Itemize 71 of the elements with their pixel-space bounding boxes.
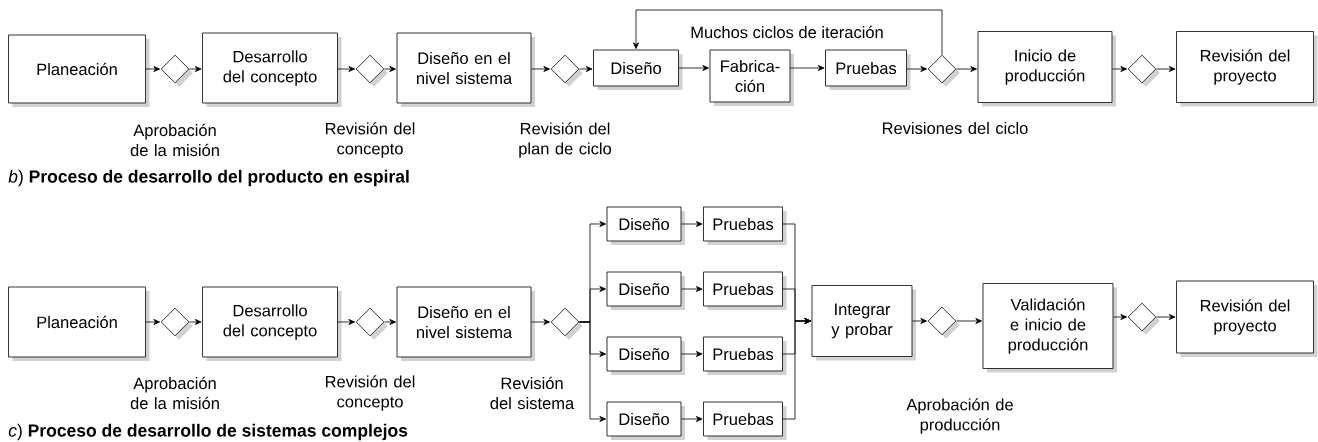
process-box: Fabrica- ción: [709, 49, 794, 106]
figure-caption: c) Proceso de desarrollo de sistemas complejos: [8, 423, 408, 441]
arrow: [579, 321, 606, 422]
arrow: [681, 221, 703, 227]
milestone-caption: Revisión del plan de ciclo: [519, 122, 612, 158]
arrow: [189, 319, 202, 325]
process-box: Integrar y probar: [811, 285, 916, 361]
process-box: Desarrollo del concepto: [202, 286, 342, 361]
edge-label: Muchos ciclos de iteración: [689, 24, 885, 40]
arrow: [782, 318, 811, 420]
process-box: Revisión del proyecto: [1176, 31, 1318, 107]
decision-diamond: [550, 54, 583, 87]
process-box: Diseño en el nivel sistema: [396, 286, 535, 361]
arrow: [1156, 314, 1176, 320]
process-box: Revisión del proyecto: [1176, 280, 1318, 357]
arrow: [790, 65, 825, 71]
milestone-caption: Revisiones del ciclo: [883, 121, 1028, 135]
process-box: Planeación: [8, 34, 150, 107]
arrow: [189, 66, 202, 72]
arrow: [579, 66, 593, 72]
process-box: Planeación: [8, 286, 150, 361]
process-box: Pruebas: [703, 401, 787, 440]
process-box: Pruebas: [703, 206, 787, 245]
arrow: [678, 65, 709, 71]
arrow: [384, 319, 396, 325]
process-box: Diseño en el nivel sistema: [396, 32, 535, 107]
arrow: [337, 319, 355, 325]
process-box: Diseño: [593, 49, 683, 90]
decision-diamond: [927, 306, 960, 339]
milestone-caption: Revisión del concepto: [325, 122, 415, 158]
decision-diamond: [1127, 302, 1160, 335]
arrow: [1113, 314, 1127, 320]
decision-diamond: [160, 307, 193, 340]
process-box: Pruebas: [825, 49, 911, 90]
arrow: [956, 66, 977, 72]
milestone-caption: Revisión del concepto: [325, 375, 415, 411]
arrow: [1156, 66, 1176, 72]
arrow: [145, 319, 160, 325]
arrow: [337, 66, 355, 72]
milestone-caption: Aprobación de producción: [906, 398, 1013, 434]
arrow: [681, 286, 703, 292]
process-box: Pruebas: [703, 271, 787, 310]
arrow: [633, 9, 943, 55]
milestone-caption: Aprobación de la misión: [130, 123, 219, 157]
process-box: Diseño: [606, 271, 685, 310]
process-box: Diseño: [606, 401, 685, 440]
process-box: Pruebas: [703, 336, 787, 375]
arrow: [531, 319, 550, 325]
arrow: [956, 318, 982, 324]
arrow: [145, 66, 160, 72]
arrow: [912, 318, 927, 324]
arrow: [681, 416, 703, 422]
process-box: Diseño: [606, 206, 685, 245]
arrow: [531, 66, 550, 72]
decision-diamond: [160, 54, 193, 87]
milestone-caption: Aprobación de la misión: [130, 376, 219, 410]
process-box: Diseño: [606, 336, 685, 375]
arrow: [384, 66, 396, 72]
decision-diamond: [927, 54, 960, 87]
process-box: Inicio de producción: [977, 31, 1116, 107]
arrow: [681, 351, 703, 357]
decision-diamond: [355, 307, 388, 340]
figure-caption: b) Proceso de desarrollo del producto en espiral: [8, 169, 409, 187]
arrow: [906, 66, 927, 72]
process-box: Desarrollo del concepto: [202, 32, 342, 107]
arrow: [1112, 66, 1127, 72]
decision-diamond: [355, 54, 388, 87]
decision-diamond: [1127, 54, 1160, 87]
milestone-caption: Revisión del sistema: [490, 376, 575, 410]
process-box: Validación e inicio de producción: [982, 283, 1117, 373]
decision-diamond: [550, 307, 583, 340]
